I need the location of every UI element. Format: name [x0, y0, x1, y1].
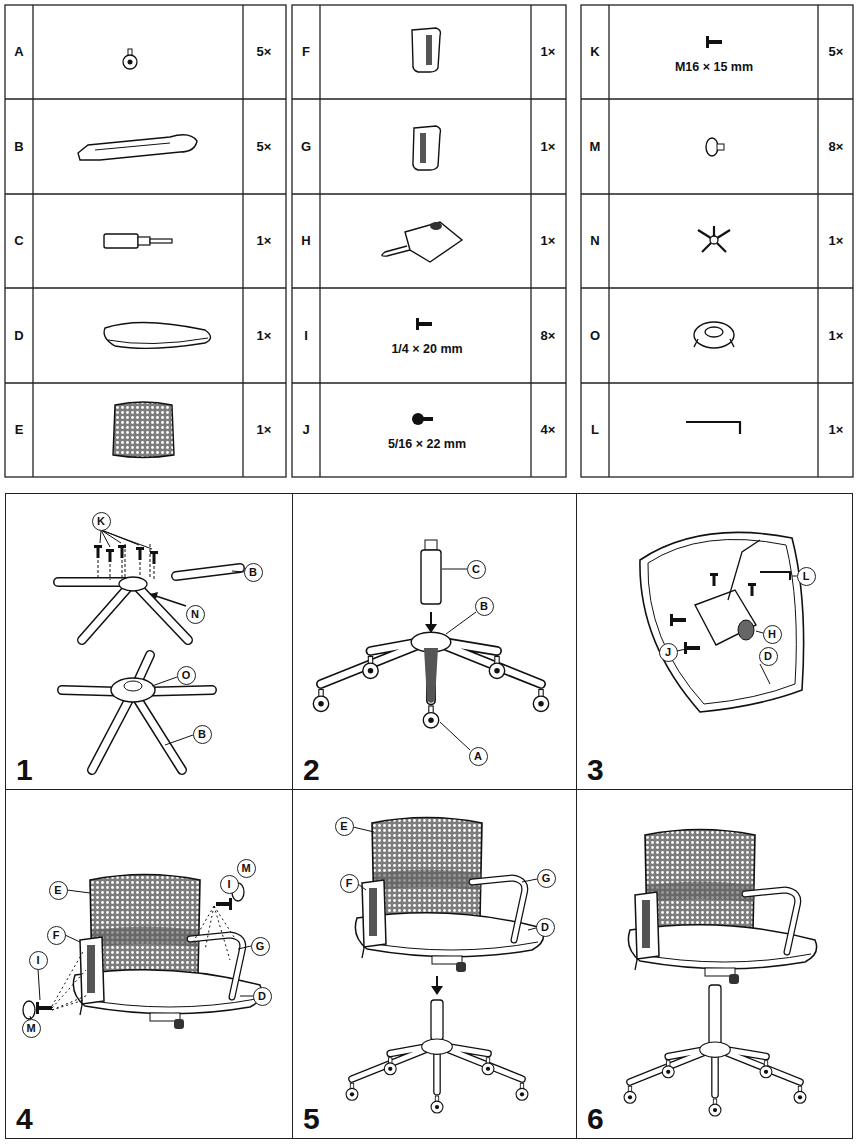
callout-circle: D — [536, 918, 555, 937]
step-number: 5 — [303, 1104, 320, 1134]
callout-letter: C — [472, 564, 480, 575]
step-panel: 5 E F G D — [292, 789, 577, 1139]
callout-circle: K — [92, 512, 111, 531]
step-number: 1 — [16, 755, 33, 785]
callout-letter: A — [474, 751, 482, 762]
callout-letter: M — [241, 863, 250, 874]
callout-circle: F — [47, 926, 66, 945]
step-panel: 3 L H J D — [576, 493, 853, 790]
step-panel: 2 C B A — [292, 493, 577, 790]
step-number: 6 — [587, 1104, 604, 1134]
table-cell: 4× — [541, 423, 556, 437]
table-cell: 1× — [829, 234, 844, 248]
callout-letter: G — [256, 941, 265, 952]
callout-circle: L — [797, 567, 816, 586]
callout-circle: I — [220, 875, 239, 894]
table-cell: N — [590, 234, 599, 248]
step-panel: 1 K B N O B — [5, 493, 293, 790]
table-cell: 5× — [257, 45, 272, 59]
table-cell: J — [302, 423, 309, 437]
callout-letter: E — [340, 821, 347, 832]
callout-circle: C — [467, 560, 486, 579]
table-cell: C — [14, 234, 23, 248]
callout-letter: H — [768, 629, 776, 640]
callout-circle: O — [177, 666, 196, 685]
callout-circle: B — [244, 563, 263, 582]
callout-letter: B — [480, 601, 488, 612]
table-cell: D — [14, 329, 23, 343]
table-cell: 1× — [257, 234, 272, 248]
callout-letter: I — [36, 955, 39, 966]
callout-circle: B — [193, 725, 212, 744]
callout-circle: M — [237, 859, 256, 878]
callout-letter: F — [346, 878, 353, 889]
step-number: 3 — [587, 755, 604, 785]
table-cell: 1× — [541, 234, 556, 248]
table-cell: H — [301, 234, 310, 248]
callout-letter: D — [258, 991, 266, 1002]
callout-letter: E — [54, 885, 61, 896]
callout-letter: B — [249, 567, 257, 578]
table-cell: 1× — [541, 140, 556, 154]
callout-circle: I — [29, 951, 48, 970]
callout-circle: D — [253, 987, 272, 1006]
callout-circle: G — [251, 937, 270, 956]
size-label: 1/4 × 20 mm — [391, 343, 462, 357]
table-cell: 1× — [257, 329, 272, 343]
table-cell: I — [304, 329, 308, 343]
callout-letter: O — [182, 670, 191, 681]
callout-letter: D — [541, 922, 549, 933]
table-cell: 8× — [541, 329, 556, 343]
table-cell: G — [301, 140, 311, 154]
callout-letter: J — [665, 647, 671, 658]
size-label: 5/16 × 22 mm — [388, 438, 466, 452]
step-panel: 4EIMFGIMD — [5, 789, 293, 1139]
table-cell: E — [15, 423, 24, 437]
callout-letter: L — [803, 571, 810, 582]
table-cell: B — [14, 140, 23, 154]
callout-circle: M — [22, 1019, 41, 1038]
table-cell: F — [302, 45, 310, 59]
callout-circle: B — [475, 597, 494, 616]
table-cell: K — [590, 45, 599, 59]
callout-letter: B — [198, 729, 206, 740]
callout-circle: J — [659, 643, 678, 662]
callout-circle: E — [49, 881, 68, 900]
step-number: 2 — [303, 755, 320, 785]
callout-circle: N — [186, 605, 205, 624]
callout-circle: D — [759, 647, 778, 666]
table-cell: 1× — [829, 329, 844, 343]
table-cell: 1× — [257, 423, 272, 437]
size-label: M16 × 15 mm — [675, 61, 753, 75]
callout-letter: G — [542, 873, 551, 884]
step-number: 4 — [16, 1104, 33, 1134]
table-cell: 1× — [541, 45, 556, 59]
callout-letter: D — [764, 651, 772, 662]
table-cell: O — [590, 329, 600, 343]
callout-circle: A — [469, 747, 488, 766]
callout-letter: N — [191, 609, 199, 620]
callout-letter: M — [26, 1023, 35, 1034]
callout-circle: H — [763, 625, 782, 644]
callout-circle: E — [335, 817, 354, 836]
table-cell: 5× — [829, 45, 844, 59]
table-cell: 5× — [257, 140, 272, 154]
table-cell: A — [14, 45, 23, 59]
callout-letter: I — [227, 879, 230, 890]
table-cell: L — [591, 423, 599, 437]
callout-circle: G — [537, 869, 556, 888]
table-cell: M — [590, 140, 601, 154]
callout-circle: F — [340, 874, 359, 893]
table-cell: 1× — [829, 423, 844, 437]
table-cell: 8× — [829, 140, 844, 154]
step-panel: 6 — [576, 789, 853, 1139]
callout-letter: F — [53, 930, 60, 941]
callout-letter: K — [97, 516, 105, 527]
